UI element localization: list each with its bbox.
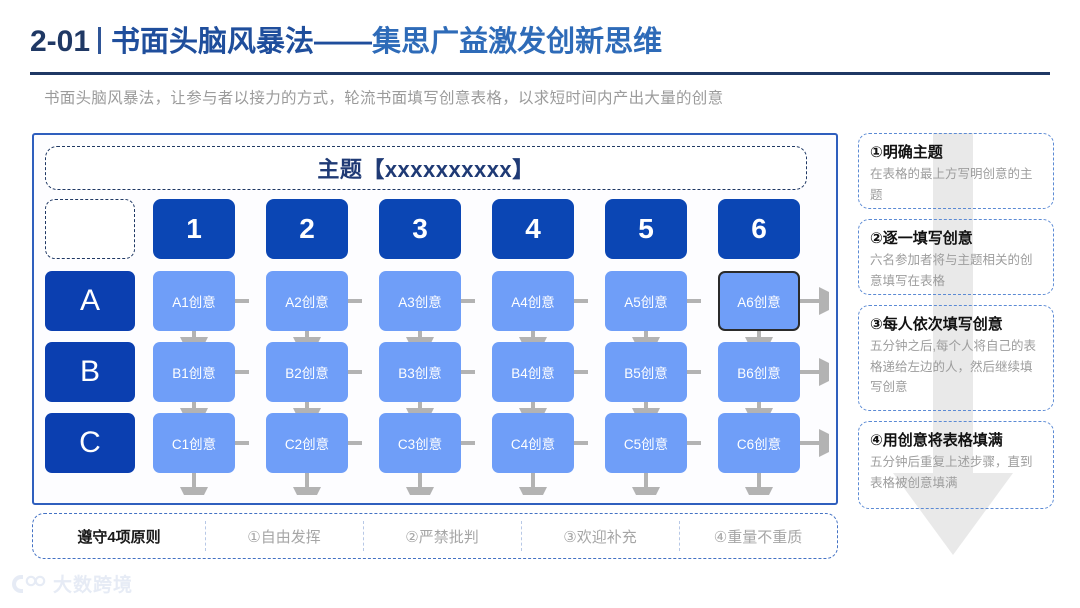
step-title-4: ④用创意将表格填满 <box>870 432 1003 449</box>
step-title-2: ②逐一填写创意 <box>870 230 973 247</box>
step-desc-1: 在表格的最上方写明创意的主题 <box>870 167 1033 202</box>
brainwriting-board: 主题【xxxxxxxxxx】 <box>32 133 838 505</box>
idea-cell-a5[interactable]: A5创意 <box>605 271 687 331</box>
row-label-b[interactable]: B <box>45 342 135 402</box>
idea-cell-b2[interactable]: B2创意 <box>266 342 348 402</box>
idea-cell-c1[interactable]: C1创意 <box>153 413 235 473</box>
principle-item-4[interactable]: ④重量不重质 <box>679 514 837 558</box>
idea-cell-c6[interactable]: C6创意 <box>718 413 800 473</box>
step-title-1: ①明确主题 <box>870 144 943 161</box>
step-desc-3: 五分钟之后,每个人将自己的表格递给左边的人，然后继续填写创意 <box>870 339 1036 395</box>
steps-panel: ①明确主题 在表格的最上方写明创意的主题 ②逐一填写创意 六名参加者将与主题相关… <box>858 133 1054 563</box>
page-header: 2-01 书面头脑风暴法—— 集思广益激发创新思维 <box>30 18 1050 75</box>
column-header-6[interactable]: 6 <box>718 199 800 259</box>
idea-cell-b5[interactable]: B5创意 <box>605 342 687 402</box>
column-header-3[interactable]: 3 <box>379 199 461 259</box>
theme-label: 主题【xxxxxxxxxx】 <box>317 157 535 182</box>
title-divider <box>98 27 102 54</box>
grid-row-a: A A1创意 A2创意 A3创意 A4创意 A5创意 A6创意 <box>45 271 829 331</box>
step-desc-2: 六名参加者将与主题相关的创意填写在表格 <box>870 253 1033 288</box>
principles-lead: 遵守4项原则 <box>77 528 161 546</box>
idea-cell-a6[interactable]: A6创意 <box>718 271 800 331</box>
row-label-a[interactable]: A <box>45 271 135 331</box>
idea-cell-b4[interactable]: B4创意 <box>492 342 574 402</box>
title-main: 书面头脑风暴法—— <box>111 26 373 58</box>
theme-banner[interactable]: 主题【xxxxxxxxxx】 <box>45 146 807 190</box>
column-header-4[interactable]: 4 <box>492 199 574 259</box>
principles-bar: 遵守4项原则 ①自由发挥 ②严禁批判 ③欢迎补充 ④重量不重质 <box>32 513 838 559</box>
column-header-2[interactable]: 2 <box>266 199 348 259</box>
grid-header-row: 1 2 3 4 5 6 <box>45 199 829 259</box>
brand-logo-icon <box>12 574 46 593</box>
idea-cell-a1[interactable]: A1创意 <box>153 271 235 331</box>
idea-cell-c4[interactable]: C4创意 <box>492 413 574 473</box>
step-card-2[interactable]: ②逐一填写创意 六名参加者将与主题相关的创意填写在表格 <box>858 219 1054 295</box>
step-card-3[interactable]: ③每人依次填写创意 五分钟之后,每个人将自己的表格递给左边的人，然后继续填写创意 <box>858 305 1054 411</box>
idea-cell-b1[interactable]: B1创意 <box>153 342 235 402</box>
title-number: 2-01 <box>30 25 91 58</box>
principle-item-3[interactable]: ③欢迎补充 <box>521 514 679 558</box>
idea-cell-a2[interactable]: A2创意 <box>266 271 348 331</box>
idea-cell-c2[interactable]: C2创意 <box>266 413 348 473</box>
idea-cell-a4[interactable]: A4创意 <box>492 271 574 331</box>
step-title-3: ③每人依次填写创意 <box>870 316 1003 333</box>
principle-item-2[interactable]: ②严禁批判 <box>363 514 521 558</box>
title-underline <box>30 72 1050 75</box>
brand-watermark-text: 大数跨境 <box>53 575 134 596</box>
row-label-c[interactable]: C <box>45 413 135 473</box>
column-header-5[interactable]: 5 <box>605 199 687 259</box>
step-card-4[interactable]: ④用创意将表格填满 五分钟后重复上述步骤，直到表格被创意填满 <box>858 421 1054 509</box>
idea-cell-b3[interactable]: B3创意 <box>379 342 461 402</box>
step-card-1[interactable]: ①明确主题 在表格的最上方写明创意的主题 <box>858 133 1054 209</box>
grid-row-b: B B1创意 B2创意 B3创意 B4创意 B5创意 B6创意 <box>45 342 829 402</box>
idea-cell-b6[interactable]: B6创意 <box>718 342 800 402</box>
grid-corner-cell <box>45 199 135 259</box>
idea-cell-c3[interactable]: C3创意 <box>379 413 461 473</box>
column-header-1[interactable]: 1 <box>153 199 235 259</box>
principle-item-1[interactable]: ①自由发挥 <box>205 514 363 558</box>
step-desc-4: 五分钟后重复上述步骤，直到表格被创意填满 <box>870 455 1033 490</box>
idea-grid: 1 2 3 4 5 6 A A1创意 A2创意 A3创意 A4创意 A5创意 A… <box>45 199 829 495</box>
idea-cell-a3[interactable]: A3创意 <box>379 271 461 331</box>
page-title: 2-01 书面头脑风暴法—— 集思广益激发创新思维 <box>30 18 1050 62</box>
title-subtext: 集思广益激发创新思维 <box>372 26 663 58</box>
idea-cell-c5[interactable]: C5创意 <box>605 413 687 473</box>
down-arrow-watermark-icon <box>893 133 1013 555</box>
page-subtitle: 书面头脑风暴法，让参与者以接力的方式，轮流书面填写创意表格，以求短时间内产出大量… <box>44 90 724 107</box>
grid-row-c: C C1创意 C2创意 C3创意 C4创意 C5创意 C6创意 <box>45 413 829 473</box>
brand-watermark: 大数跨境 <box>8 570 133 597</box>
